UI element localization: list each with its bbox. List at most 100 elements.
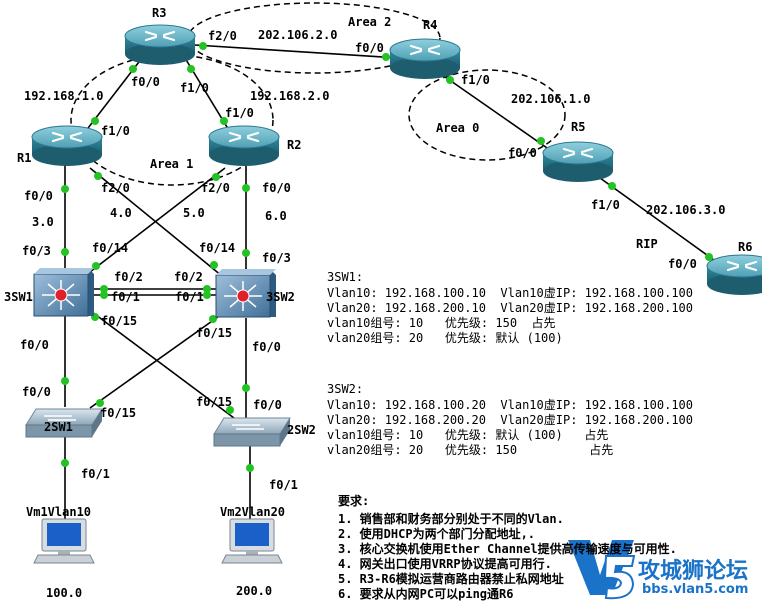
port-2sw2-f01: f0/1 bbox=[269, 478, 298, 492]
label-net-4: 4.0 bbox=[110, 206, 132, 220]
requirement-item: 3. 核心交换机使用Ether Channel提供高传输速度与可用性. bbox=[338, 542, 677, 556]
label-area-2: Area 2 bbox=[348, 15, 392, 29]
label-r4: R4 bbox=[423, 18, 438, 32]
label-r3: R3 bbox=[152, 6, 167, 20]
port-r5-f10: f1/0 bbox=[591, 198, 620, 212]
port-dot bbox=[382, 53, 390, 61]
label-pc1-ip: 100.0 bbox=[46, 586, 83, 600]
port-r4-f00: f0/0 bbox=[355, 41, 384, 55]
port-r1-f10: f1/0 bbox=[101, 124, 130, 138]
link-r2-sw1 bbox=[89, 167, 226, 273]
port-2sw1-f015: f0/15 bbox=[100, 406, 137, 420]
watermark-logo bbox=[568, 540, 636, 600]
info-3sw2-line: Vlan20: 192.168.200.20 Vlan20虚IP: 192.16… bbox=[327, 413, 694, 427]
pc1-icon[interactable] bbox=[33, 518, 95, 564]
label-r1: R1 bbox=[17, 151, 32, 165]
info-3sw1-line: Vlan20: 192.168.200.10 Vlan20虚IP: 192.16… bbox=[327, 301, 694, 315]
info-3sw2-title: 3SW2: bbox=[327, 382, 364, 396]
router-r4-icon[interactable] bbox=[388, 37, 462, 81]
link-r5-r6 bbox=[599, 177, 726, 269]
label-net-5: 5.0 bbox=[183, 206, 205, 220]
label-r2: R2 bbox=[287, 138, 302, 152]
port-dot bbox=[203, 285, 211, 293]
requirements-title: 要求: bbox=[338, 494, 370, 508]
port-dot bbox=[242, 249, 250, 257]
port-sw1-f02: f0/2 bbox=[114, 270, 143, 284]
port-dot bbox=[210, 261, 218, 269]
router-r3-icon[interactable] bbox=[123, 23, 197, 67]
port-dot bbox=[242, 384, 250, 392]
port-sw2-f00: f0/0 bbox=[252, 340, 281, 354]
port-r4-f10: f1/0 bbox=[461, 73, 490, 87]
l3-switch-3sw1-icon[interactable] bbox=[33, 267, 95, 317]
port-r3-f00: f0/0 bbox=[131, 75, 160, 89]
requirement-item: 2. 使用DHCP为两个部门分配地址,. bbox=[338, 527, 536, 541]
label-pc1: Vm1Vlan10 bbox=[26, 505, 92, 519]
port-2sw1-f00: f0/0 bbox=[22, 385, 51, 399]
label-net-r3-r4: 202.106.2.0 bbox=[258, 28, 338, 42]
links bbox=[64, 44, 726, 520]
requirement-item: 1. 销售部和财务部分别处于不同的Vlan. bbox=[338, 512, 564, 526]
port-dot bbox=[199, 42, 207, 50]
l2-switch-2sw2-icon[interactable] bbox=[213, 417, 291, 447]
port-dot bbox=[61, 377, 69, 385]
label-net-6: 6.0 bbox=[265, 209, 287, 223]
port-dot bbox=[246, 464, 254, 472]
router-r2-icon[interactable] bbox=[207, 124, 281, 168]
port-r1-f20: f2/0 bbox=[101, 181, 130, 195]
port-dot bbox=[203, 291, 211, 299]
port-2sw2-f015: f0/15 bbox=[196, 395, 233, 409]
label-r6: R6 bbox=[738, 240, 753, 254]
area-0-boundary bbox=[408, 69, 566, 161]
label-net-r2-r3: 192.168.2.0 bbox=[250, 89, 330, 103]
router-r5-icon[interactable] bbox=[541, 140, 615, 184]
label-3sw1: 3SW1 bbox=[4, 290, 33, 304]
label-r5: R5 bbox=[571, 120, 586, 134]
requirement-item: 6. 要求从内网PC可以ping通R6 bbox=[338, 587, 514, 601]
label-area-0: Area 0 bbox=[436, 121, 480, 135]
port-dot bbox=[61, 459, 69, 467]
link-r3-r4 bbox=[194, 44, 399, 59]
port-dot bbox=[242, 184, 250, 192]
label-net-3: 3.0 bbox=[32, 215, 54, 229]
port-dot bbox=[537, 137, 545, 145]
link-r4-r5 bbox=[437, 71, 551, 151]
port-sw2-f03: f0/3 bbox=[262, 251, 291, 265]
watermark-title: 攻城狮论坛 bbox=[638, 559, 749, 584]
label-rip: RIP bbox=[636, 237, 658, 251]
port-r1-f00: f0/0 bbox=[24, 189, 53, 203]
label-area-1: Area 1 bbox=[150, 157, 194, 171]
port-dot bbox=[705, 253, 713, 261]
port-sw1-f01: f0/1 bbox=[111, 290, 140, 304]
router-r6-icon[interactable] bbox=[705, 253, 762, 297]
port-dot bbox=[212, 173, 220, 181]
port-dot bbox=[446, 76, 454, 84]
link-sw1-2sw2 bbox=[91, 311, 235, 419]
port-r2-f00: f0/0 bbox=[262, 181, 291, 195]
link-sw2-2sw1 bbox=[89, 313, 223, 409]
port-sw1-f00: f0/0 bbox=[20, 338, 49, 352]
router-r1-icon[interactable] bbox=[30, 124, 104, 168]
label-3sw2: 3SW2 bbox=[266, 290, 295, 304]
requirement-item: 4. 网关出口使用VRRP协议提高可用行. bbox=[338, 557, 552, 571]
info-3sw2-line: Vlan10: 192.168.100.20 Vlan10虚IP: 192.16… bbox=[327, 398, 694, 412]
port-sw2-f02: f0/2 bbox=[174, 270, 203, 284]
info-3sw1-line: vlan10组号: 10 优先级: 150 占先 bbox=[327, 316, 556, 330]
port-dot bbox=[226, 406, 234, 414]
port-sw2-f01: f0/1 bbox=[175, 290, 204, 304]
port-dot bbox=[61, 248, 69, 256]
port-dot bbox=[187, 65, 195, 73]
pc2-icon[interactable] bbox=[221, 518, 283, 564]
port-sw1-f014: f0/14 bbox=[92, 241, 129, 255]
port-r3-f10: f1/0 bbox=[180, 81, 209, 95]
requirement-item: 5. R3-R6模拟运营商路由器禁止私网地址 bbox=[338, 572, 564, 586]
port-dot bbox=[96, 399, 104, 407]
port-dot bbox=[209, 315, 217, 323]
info-3sw2-line: vlan10组号: 10 优先级: 默认 (100) 占先 bbox=[327, 428, 609, 442]
label-net-r5-r6: 202.106.3.0 bbox=[646, 203, 726, 217]
port-dot bbox=[220, 117, 228, 125]
port-sw1-f03: f0/3 bbox=[22, 244, 51, 258]
label-pc2-ip: 200.0 bbox=[236, 584, 273, 598]
port-r5-f00: f0/0 bbox=[508, 146, 537, 160]
